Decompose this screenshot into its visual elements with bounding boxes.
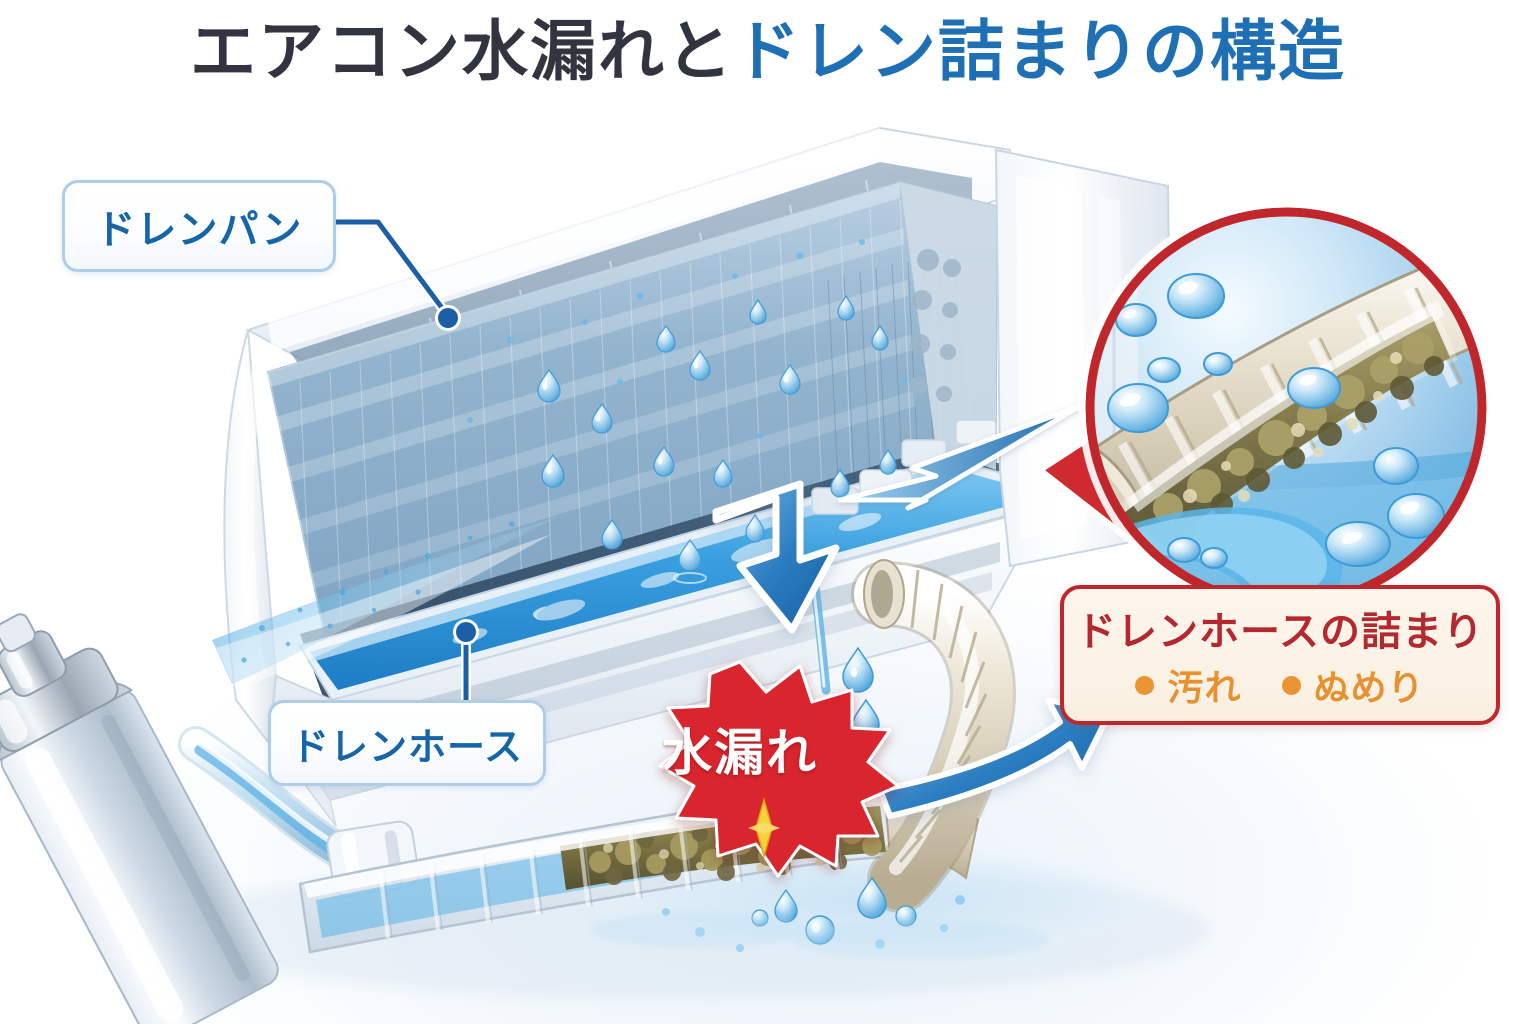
magnified-droplets [1107,273,1469,570]
leak-warning-starburst [658,660,900,878]
callout-label-drain-pan[interactable]: ドレンパン [62,180,336,272]
leak-point-spark [748,797,780,859]
cleaner-spray-mist [212,516,560,690]
clog-info-title: ドレンホースの詰まり [1076,609,1484,655]
indoor-unit-body [223,126,1174,827]
leak-warning-badge: 水漏れ [604,672,876,832]
bullet-icon [1135,675,1155,695]
flow-arrow-thin [837,403,1083,511]
flow-arrow-pan-to-hose [712,480,840,634]
magnifier-detail-circle [1078,200,1494,616]
leader-line-drain-pan [325,217,461,331]
page-title-dark-part: エアコン水漏れと [190,13,734,90]
drain-hose-corrugated [851,559,1016,913]
clog-cause-label: 汚れ [1167,668,1242,709]
callout-label-drain-hose-text: ドレンホース [290,724,524,769]
blower-fan-wheel [909,249,961,402]
clog-info-box: ドレンホースの詰まり 汚れ ぬめり [1060,585,1500,725]
magnified-water-flow [1126,507,1343,604]
clog-cause-item: ぬめり [1281,659,1425,711]
flow-arrow-to-detail [877,697,1113,819]
callout-label-drain-hose[interactable]: ドレンホース [268,700,546,786]
clog-cause-list: 汚れ ぬめり [1135,659,1424,711]
drain-cleaner-spray-can [0,613,420,1024]
page-title: エアコン水漏れとドレン詰まりの構造 [0,13,1536,90]
page-title-blue-part: ドレン詰まりの構造 [734,13,1346,90]
bullet-icon [1281,675,1301,695]
puddle-mist [590,912,1050,960]
leak-warning-text: 水漏れ [662,724,818,782]
callout-label-drain-pan-text: ドレンパン [95,207,303,253]
leader-line-drain-hose [453,619,479,705]
condensation-droplets [467,239,908,620]
clog-cause-label: ぬめり [1313,668,1425,709]
clog-cause-item: 汚れ [1135,659,1241,711]
